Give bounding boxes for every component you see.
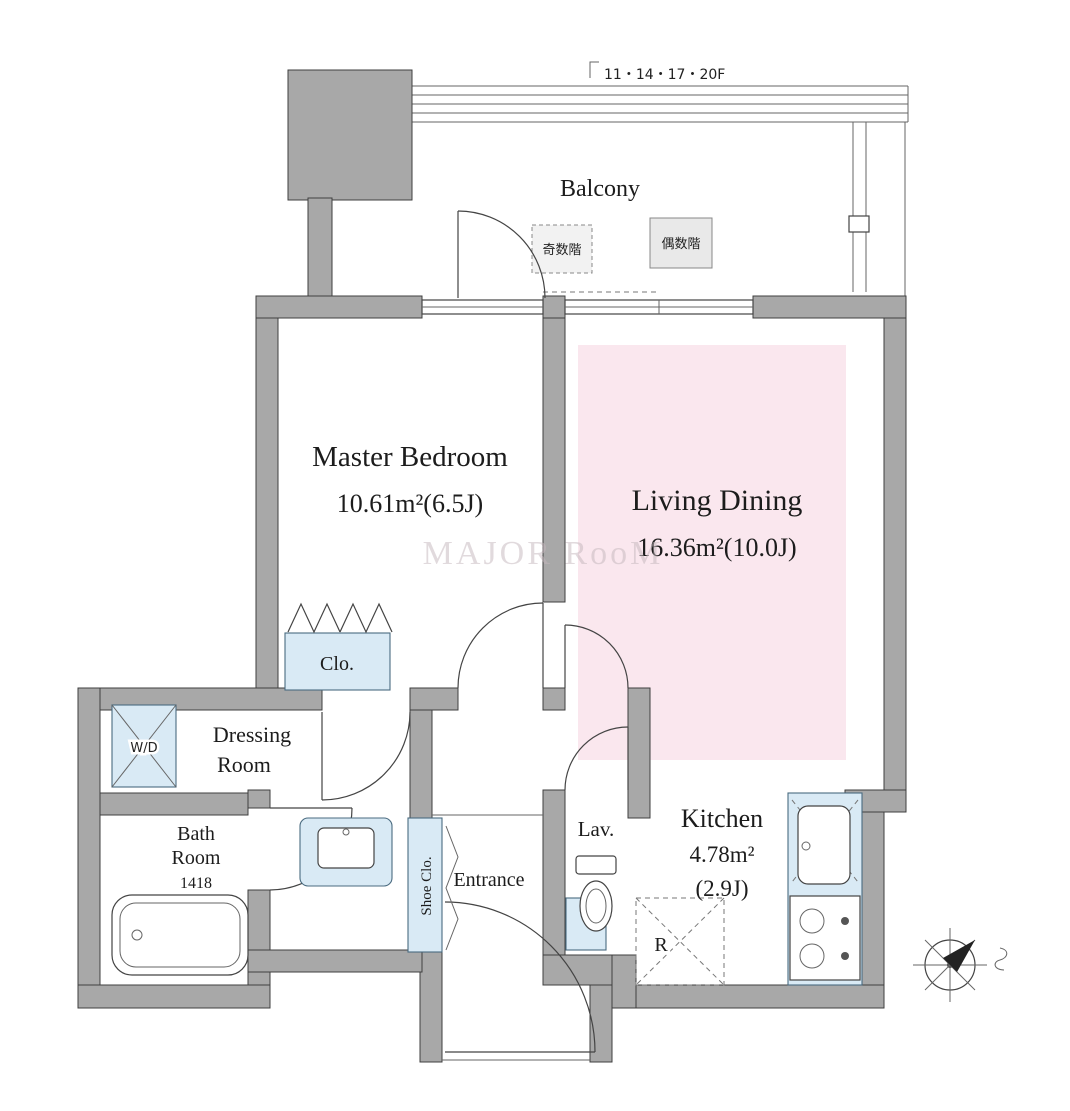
dressing-room-label-line2: Room (217, 752, 271, 777)
partition-even-box (649, 217, 713, 269)
bath-room-size: 1418 (180, 875, 212, 892)
lavatory-label: Lav. (578, 817, 615, 841)
partition-even-label: 偶数階 (661, 237, 700, 252)
living-dining-label: Living Dining (632, 484, 803, 517)
partition-odd-box (531, 224, 593, 274)
folding-door-icon (287, 602, 393, 634)
master-bedroom-label: Master Bedroom (312, 441, 508, 473)
bath-room-label-line2: Room (172, 847, 221, 869)
watermark: MAJOR RooM (423, 535, 664, 572)
refrigerator-label: R (654, 934, 668, 956)
dressing-room-label-line1: Dressing (213, 722, 291, 747)
shoe-closet-box: Shoe Clo. (407, 817, 459, 953)
balcony: Balcony 奇数階 偶数階 (531, 122, 906, 296)
toilet (565, 855, 617, 951)
refrigerator-space: R (635, 897, 725, 986)
shoe-door-zigzag-icon (445, 825, 459, 951)
living-door-arc (564, 624, 629, 689)
stove-burners (789, 895, 861, 981)
kitchen-sink (797, 805, 851, 885)
bedroom-door-arc (457, 602, 544, 689)
master-bedroom-area: 10.61m²(6.5J) (337, 489, 483, 518)
walls (77, 69, 907, 1063)
compass-squiggle (994, 947, 1008, 971)
living-dining-floor (578, 345, 846, 760)
vanity (299, 817, 393, 887)
closet-label: Clo. (320, 653, 354, 675)
balcony-label: Balcony (560, 176, 640, 202)
living-dining-area: 16.36m²(10.0J) (637, 533, 796, 562)
balcony-door-arc (457, 210, 546, 299)
washer-dryer-box: W/D (111, 704, 177, 788)
compass-icon (913, 928, 1008, 1002)
partition-odd-label: 奇数階 (542, 242, 581, 258)
kitchen-label: Kitchen (681, 804, 763, 833)
entrance-label: Entrance (453, 869, 524, 891)
closet-box: Clo. (284, 602, 393, 691)
lavatory-door-arc (564, 726, 629, 791)
entrance-door-arc (442, 901, 596, 1061)
roof-hatch-band (411, 85, 909, 123)
kitchen-area-line2: (2.9J) (695, 876, 748, 901)
dressing-door-arc (321, 711, 411, 801)
drain-pipe-box (848, 215, 870, 233)
bathtub (111, 894, 249, 976)
bath-room-label-line1: Bath (177, 823, 215, 845)
windows (421, 299, 754, 315)
kitchen-area-line1: 4.78m² (689, 842, 754, 867)
kitchen-counter (787, 792, 863, 986)
shoe-closet-label: Shoe Clo. (419, 856, 435, 915)
floors-corner-mark (589, 61, 599, 78)
washer-dryer-label: W/D (130, 741, 157, 756)
shaft-block (287, 69, 413, 201)
floors-label: 11・14・17・20F (604, 67, 725, 83)
